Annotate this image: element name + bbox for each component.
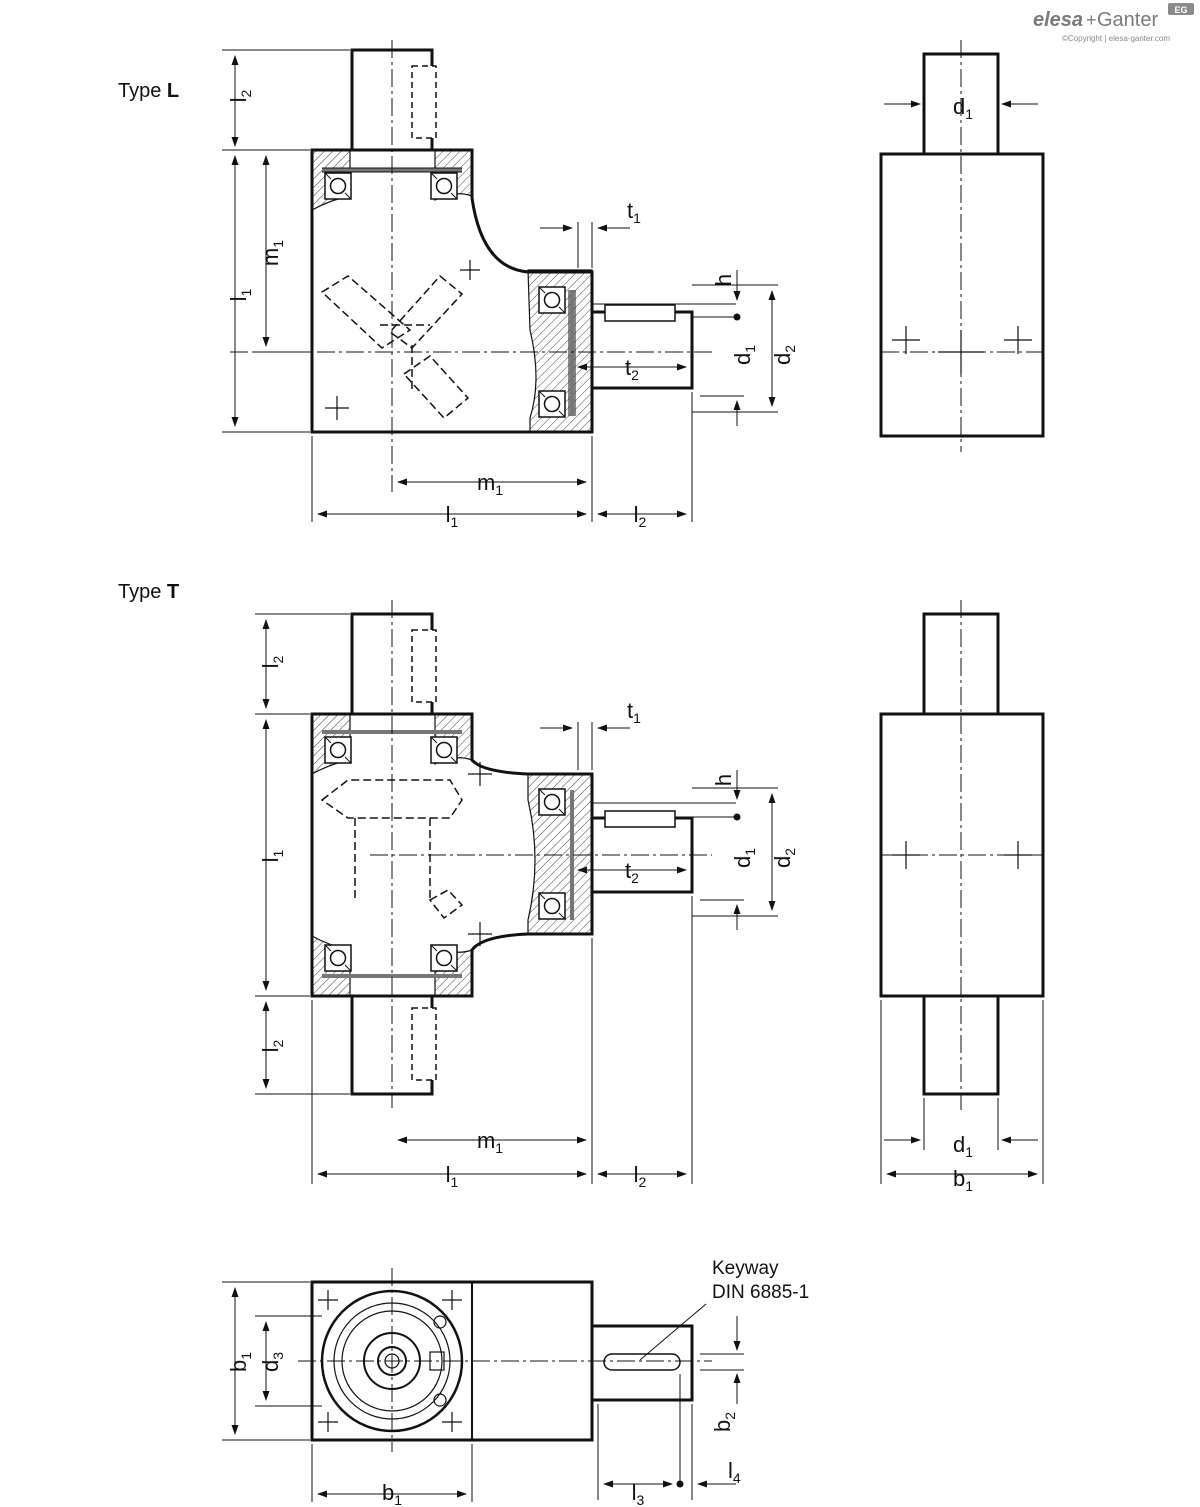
dim-t-l1-bottom: l1 xyxy=(446,1162,459,1190)
dim-t-h: h xyxy=(711,774,736,786)
dim-t-d1: d1 xyxy=(730,848,758,868)
dim-top-b1-left: b1 xyxy=(226,1352,254,1372)
keyway-label-line2: DIN 6885-1 xyxy=(712,1282,809,1303)
keyway-label-line1: Keyway xyxy=(712,1258,779,1279)
dim-t-t2: t2 xyxy=(625,858,639,886)
dim-t-d2: d2 xyxy=(770,848,798,868)
dim-m1-left: m1 xyxy=(258,240,286,266)
type-t-front-view xyxy=(310,600,712,1108)
dim-t1: t1 xyxy=(627,198,641,226)
dim-t-m1: m1 xyxy=(477,1128,503,1156)
side-t-d1: d1 xyxy=(953,1132,973,1160)
type-l-front-view xyxy=(230,40,712,490)
top-view-labels: b1 d3 b1 l3 l4 b2 Keyway DIN 6885-1 xyxy=(226,1258,809,1507)
dim-top-l3: l3 xyxy=(632,1480,645,1507)
dim-l2-left: l2 xyxy=(226,89,254,102)
brand-copyright: ©Copyright | elesa-ganter.com xyxy=(1062,34,1170,43)
top-view xyxy=(222,1268,744,1502)
type-l-label: Type L xyxy=(118,80,179,102)
dim-top-b1-bottom: b1 xyxy=(382,1480,402,1507)
dim-l2-bottom: l2 xyxy=(634,502,647,530)
dim-t-t1: t1 xyxy=(627,698,641,726)
dim-t2: t2 xyxy=(625,355,639,383)
brand-plus: + xyxy=(1086,10,1097,30)
brand-badge-icon xyxy=(1168,3,1194,15)
dim-d1: d1 xyxy=(730,345,758,365)
brand-name-left: elesa xyxy=(1033,9,1083,31)
dim-t-l2-bottom: l2 xyxy=(258,1039,286,1052)
type-t-label: Type T xyxy=(118,581,179,603)
type-l-labels: l2 l1 m1 m1 l1 l2 t1 h d1 d2 t2 xyxy=(226,89,798,530)
type-t-labels: l2 l1 l2 m1 l1 l2 t1 h d1 d2 t2 xyxy=(258,655,798,1190)
dim-top-l4: l4 xyxy=(728,1458,741,1486)
side-t-b1: b1 xyxy=(953,1166,973,1194)
dim-l1-bottom: l1 xyxy=(446,502,459,530)
side-l-d1: d1 xyxy=(953,94,973,122)
dim-top-b2: b2 xyxy=(710,1412,738,1432)
dim-m1-bottom: m1 xyxy=(477,470,503,498)
brand-badge: EG xyxy=(1174,5,1187,15)
brand-logo: elesa + Ganter EG ©Copyright | elesa-gan… xyxy=(1033,3,1194,43)
dim-l1-left: l1 xyxy=(226,288,254,301)
brand-name-right: Ganter xyxy=(1097,9,1158,31)
dim-t-l2-top: l2 xyxy=(258,655,286,668)
dim-top-d3: d3 xyxy=(258,1352,286,1372)
dim-d2: d2 xyxy=(770,345,798,365)
dim-t-l2-right: l2 xyxy=(634,1162,647,1190)
type-l-dimensions xyxy=(222,49,778,522)
type-t-side-view xyxy=(879,600,1045,1184)
dim-t-l1-left: l1 xyxy=(258,849,286,862)
type-t-dimensions xyxy=(255,613,778,1184)
dim-h: h xyxy=(711,274,736,286)
type-l-side-view xyxy=(879,40,1045,452)
